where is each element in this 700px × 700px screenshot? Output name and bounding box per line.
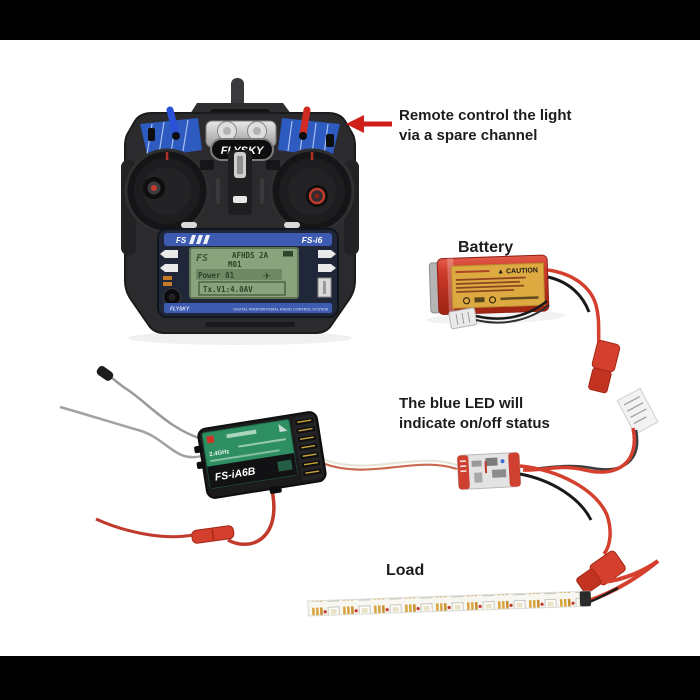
receiver-antennas [59, 366, 206, 459]
switch-module [456, 452, 522, 490]
screen-logo: FS [196, 253, 208, 264]
footer-right-text: DIGITAL PROPORTIONAL RADIO CONTROL SYSTE… [233, 308, 328, 312]
battery-label: Battery [458, 239, 514, 256]
screen-line1: AFHDS 2A [232, 251, 269, 260]
center-trim-cluster [181, 150, 300, 228]
led-indicator [206, 435, 215, 444]
receiver-label: 2.4GHz FS-iA6B [201, 419, 298, 489]
transmitter: FLYSKY [121, 78, 359, 345]
load-label: Load [386, 562, 425, 579]
wire-label-tag [616, 387, 659, 435]
antenna [231, 78, 244, 110]
model-text: FS-i6 [302, 235, 323, 245]
left-switch-panel [140, 118, 202, 158]
lcd-panel: FS FS-i6 FS AFHDS 2A M01 Power 01 ✈ Tx.V… [157, 228, 339, 318]
annotation-led-status: The blue LED will indicate on/off status [399, 394, 550, 434]
balance-connector [448, 307, 478, 330]
caution-text: ▲ CAUTION [497, 267, 538, 275]
footer-left-text: FLYSKY [170, 307, 190, 313]
left-stick-tip [151, 185, 157, 191]
blue-toggle-switch [166, 106, 180, 140]
load-jst-connector [576, 550, 626, 594]
right-switch-panel [278, 118, 340, 158]
arrow-left-icon [346, 115, 392, 133]
receiver: 2.4GHz FS-iA6B [194, 411, 327, 499]
load-wires [519, 464, 660, 605]
blue-led [500, 459, 505, 464]
right-gimbal [269, 148, 355, 234]
caution-label: ▲ CAUTION [450, 262, 546, 309]
lcd-logo-text: FS [176, 236, 187, 245]
annotation-remote-line2: via a spare channel [399, 127, 538, 144]
annotation-remote-line1: Remote control the light [399, 107, 572, 124]
battery: ▲ CAUTION [426, 254, 567, 325]
receiver-spec-text: 2.4GHz [209, 449, 230, 458]
battery-wires [448, 268, 659, 474]
red-toggle-switch [299, 106, 311, 140]
annotation-remote-control: Remote control the light via a spare cha… [399, 106, 572, 146]
letterbox-top [0, 0, 700, 40]
screen-line3: Power 01 [198, 271, 235, 280]
receiver-wires [95, 457, 458, 546]
led-strip [307, 590, 592, 617]
screen-line2: M01 [228, 260, 242, 269]
lcd-screen: FS AFHDS 2A M01 Power 01 ✈ Tx.V1:4.0AV [189, 247, 299, 299]
battery-icon [283, 251, 293, 257]
annotation-led-line1: The blue LED will [399, 395, 524, 412]
battery-jst-connector [588, 340, 621, 394]
screen-line4: Tx.V1:4.0AV [203, 285, 253, 294]
letterbox-bottom [0, 656, 700, 700]
left-buttons [160, 250, 181, 306]
left-gimbal [124, 148, 210, 234]
mid-jst-connector [191, 525, 235, 544]
annotation-led-line2: indicate on/off status [399, 415, 550, 432]
right-buttons [317, 250, 336, 298]
plane-icon: ✈ [263, 271, 271, 281]
solder-joint [579, 591, 592, 607]
antenna-tip [96, 366, 114, 381]
